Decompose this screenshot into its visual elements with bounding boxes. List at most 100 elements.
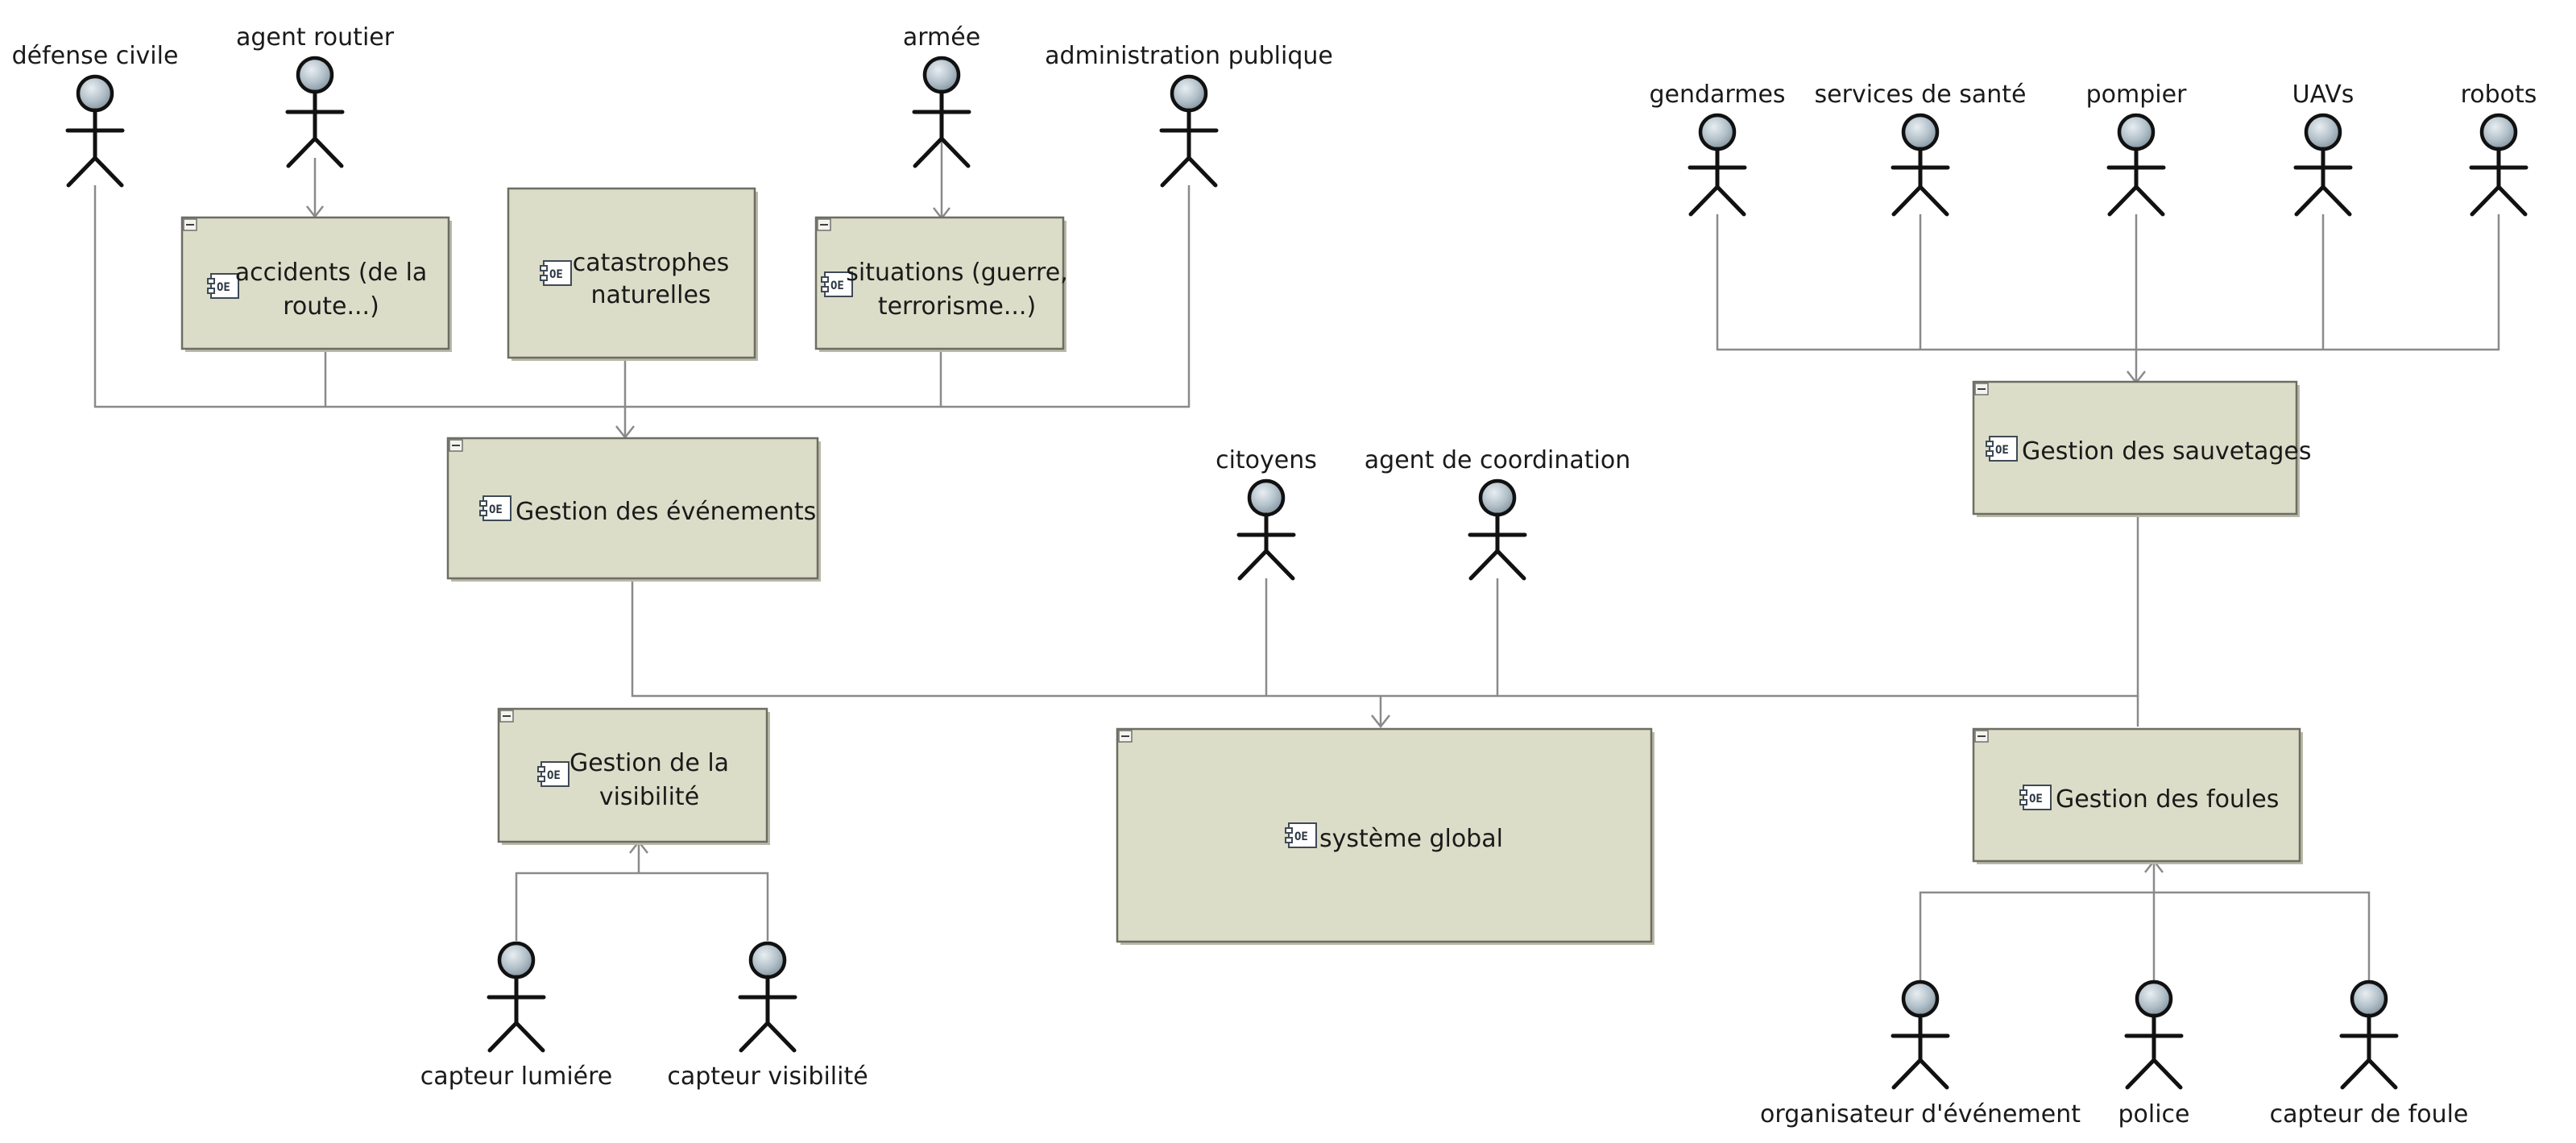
component-icon: OE — [479, 495, 511, 521]
actor-agent-coordination[interactable]: agent de coordination — [1365, 446, 1630, 581]
component-label: Gestion des foules — [2056, 785, 2279, 814]
collapse-toggle[interactable] — [1974, 730, 1989, 743]
actor-icon — [1891, 979, 1950, 1090]
actors: défense civile agent routier armée — [12, 23, 2537, 1129]
actor-icon — [285, 56, 345, 168]
connector-visibility-sensors — [515, 872, 769, 941]
component-label: terrorisme...) — [878, 292, 1036, 321]
actor-label: services de santé — [1815, 81, 2027, 109]
actor-uavs[interactable]: UAVs — [2292, 81, 2354, 217]
component-icon-text: OE — [830, 280, 844, 292]
actor-label: administration publique — [1045, 42, 1333, 70]
component-situations[interactable]: OE situations (guerre, terrorisme...) — [814, 216, 1068, 352]
component-icon-text: OE — [549, 268, 563, 281]
connector-crowd-actors — [1919, 891, 2371, 983]
actor-citoyens[interactable]: citoyens — [1216, 446, 1317, 581]
collapse-toggle[interactable] — [499, 710, 514, 723]
actor-capteur-lumiere[interactable]: capteur lumiére — [420, 941, 613, 1091]
actor-organisateur[interactable]: organisateur d'événement — [1760, 979, 2081, 1129]
actor-label: police — [2118, 1100, 2189, 1129]
collapse-toggle[interactable] — [449, 439, 463, 452]
component-icon: OE — [537, 761, 569, 787]
component-label: Gestion des événements — [516, 498, 816, 526]
component-catastrophes[interactable]: OE catastrophes naturelles — [507, 187, 758, 361]
component-gestion-sauvetages[interactable]: OE Gestion des sauvetages — [1972, 380, 2312, 517]
actor-label: agent de coordination — [1365, 446, 1630, 474]
component-label: catastrophes — [573, 249, 730, 277]
actor-icon — [2293, 113, 2353, 217]
components: OE accidents (de la route...) OE catastr… — [180, 187, 2312, 945]
actor-icon — [65, 74, 125, 188]
arrowhead-systeme — [1371, 714, 1390, 729]
actor-icon — [2124, 979, 2184, 1090]
connectors — [93, 139, 2500, 983]
connector-rescue-bus — [1716, 214, 2500, 351]
component-icon-text: OE — [2029, 793, 2043, 805]
actor-capteur-visibilite[interactable]: capteur visibilité — [667, 941, 868, 1091]
component-accidents[interactable]: OE accidents (de la route...) — [180, 216, 452, 352]
component-icon-text: OE — [1995, 444, 2009, 457]
collapse-toggle[interactable] — [1974, 383, 1989, 395]
actor-label: agent routier — [236, 23, 395, 52]
component-label: route...) — [283, 292, 379, 321]
actor-icon — [2339, 979, 2399, 1090]
actor-label: pompier — [2086, 81, 2187, 109]
component-label: situations (guerre, — [846, 259, 1067, 287]
box-frame — [1972, 380, 2298, 516]
actor-icon — [1891, 113, 1950, 217]
actor-icon — [1688, 113, 1747, 217]
component-label: accidents (de la — [235, 259, 428, 287]
actor-armee[interactable]: armée — [903, 23, 980, 168]
actor-icon — [487, 941, 546, 1053]
collapse-toggle[interactable] — [817, 218, 831, 231]
component-systeme-global[interactable]: OE système global — [1116, 727, 1655, 945]
actor-robots[interactable]: robots — [2461, 81, 2537, 217]
actor-icon — [1468, 478, 1527, 581]
actor-icon — [2106, 113, 2166, 217]
box-frame — [814, 216, 1065, 350]
actor-label: UAVs — [2292, 81, 2354, 109]
actor-label: armée — [903, 23, 980, 52]
actor-gendarmes[interactable]: gendarmes — [1649, 81, 1786, 217]
component-icon: OE — [207, 273, 239, 299]
component-icon-text: OE — [1294, 830, 1308, 843]
actor-label: robots — [2461, 81, 2537, 109]
component-icon: OE — [2019, 785, 2052, 810]
component-icon: OE — [1285, 822, 1317, 848]
component-gestion-evenements[interactable]: OE Gestion des événements — [446, 437, 821, 582]
component-label: système global — [1319, 825, 1503, 853]
component-icon: OE — [1986, 436, 2018, 462]
actor-label: défense civile — [12, 42, 179, 70]
actor-icon — [912, 56, 971, 168]
component-icon-text: OE — [217, 281, 230, 294]
actor-icon — [1236, 478, 1296, 581]
actor-icon — [2469, 113, 2528, 217]
actor-icon — [738, 941, 797, 1053]
box-frame — [1116, 727, 1653, 943]
component-icon-text: OE — [547, 769, 561, 782]
actor-label: capteur visibilité — [667, 1062, 868, 1091]
actor-agent-routier[interactable]: agent routier — [236, 23, 395, 168]
component-label: Gestion des sauvetages — [2022, 437, 2312, 466]
actor-label: organisateur d'événement — [1760, 1100, 2081, 1129]
actor-pompier[interactable]: pompier — [2086, 81, 2187, 217]
component-label: visibilité — [599, 783, 699, 811]
connector-central-bus — [631, 514, 2139, 698]
component-icon: OE — [540, 260, 572, 286]
component-gestion-visibilite[interactable]: OE Gestion de la visibilité — [497, 707, 770, 845]
actor-services-sante[interactable]: services de santé — [1815, 81, 2027, 217]
actor-administration-publique[interactable]: administration publique — [1045, 42, 1333, 188]
collapse-toggle[interactable] — [1118, 730, 1133, 743]
component-gestion-foules[interactable]: OE Gestion des foules — [1972, 727, 2303, 864]
component-icon: OE — [821, 271, 853, 297]
actor-label: citoyens — [1216, 446, 1317, 474]
actor-label: gendarmes — [1649, 81, 1785, 109]
connector-defense-civile-bus — [93, 185, 1191, 408]
actor-police[interactable]: police — [2118, 979, 2190, 1129]
actor-capteur-foule[interactable]: capteur de foule — [2270, 979, 2469, 1129]
component-label: Gestion de la — [569, 749, 729, 777]
collapse-toggle[interactable] — [183, 218, 197, 231]
actor-defense-civile[interactable]: défense civile — [12, 42, 179, 188]
actor-icon — [1159, 74, 1219, 188]
